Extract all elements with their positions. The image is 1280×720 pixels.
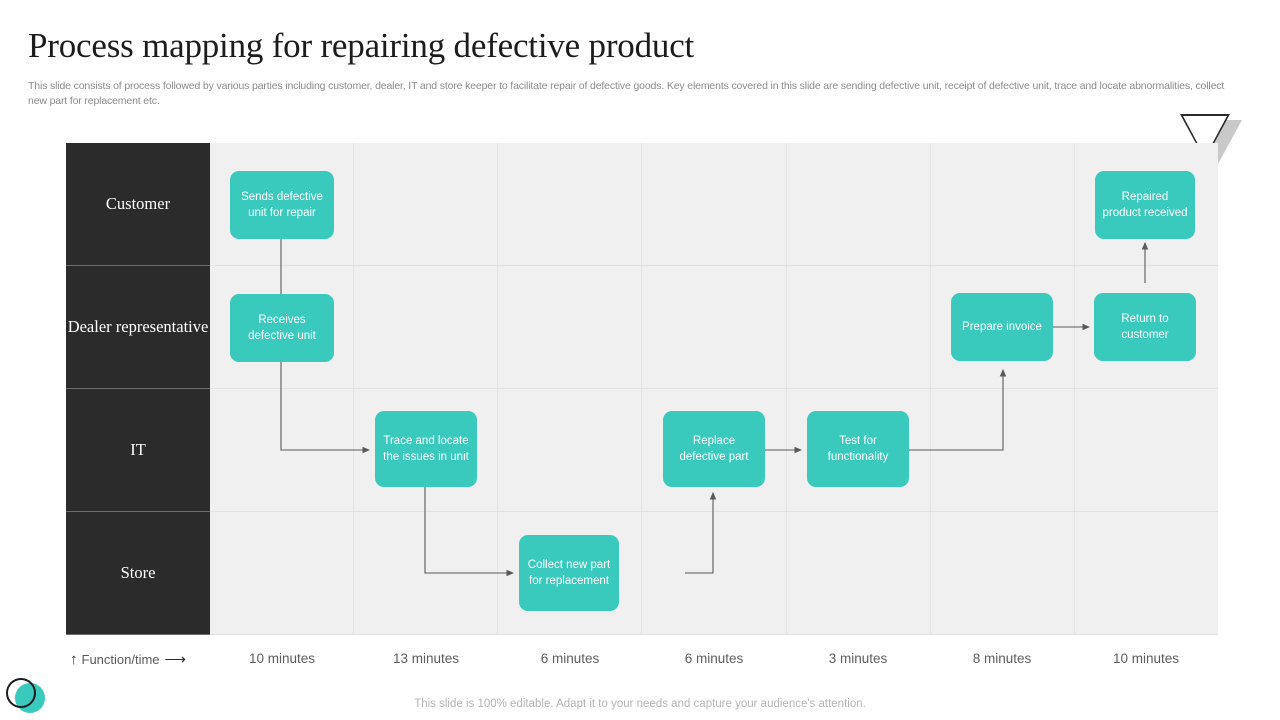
grid-cell (210, 266, 355, 388)
process-node-test-for-functionality[interactable]: Test for functionality (807, 411, 909, 487)
page-subtitle: This slide consists of process followed … (28, 80, 1225, 107)
grid-cell (498, 266, 643, 388)
swimlane-track-customer (210, 143, 1218, 266)
right-arrow-icon: ⟶ (164, 650, 187, 668)
swimlane-label-it: IT (66, 389, 210, 512)
grid-cell (931, 143, 1075, 265)
grid-cell (498, 512, 643, 634)
triangle-decoration-icon (1180, 114, 1242, 170)
swimlane-label-dealer-representative: Dealer representative (66, 266, 210, 389)
axis-legend-label: Function/time (81, 651, 160, 667)
process-node-return-to-customer[interactable]: Return to customer (1094, 293, 1196, 361)
swimlane-label-customer: Customer (66, 143, 210, 266)
swimlane-track-store (210, 512, 1218, 635)
axis-tick: 10 minutes (1112, 650, 1180, 666)
page-title: Process mapping for repairing defective … (28, 26, 695, 65)
swimlane-row-it: IT (66, 389, 1218, 512)
process-node-receives-defective-unit[interactable]: Receives defective unit (230, 294, 334, 362)
swimlane-row-customer: Customer (66, 143, 1218, 266)
axis-tick: 8 minutes (972, 650, 1032, 666)
axis-tick: 6 minutes (540, 650, 600, 666)
process-node-repaired-product-received[interactable]: Repaired product received (1095, 171, 1195, 239)
grid-cell (787, 266, 931, 388)
swimlane-label-store: Store (66, 512, 210, 635)
grid-cell (787, 143, 931, 265)
process-node-prepare-invoice[interactable]: Prepare invoice (951, 293, 1053, 361)
logo-ring-circle-icon (6, 678, 36, 708)
axis-tick-list: 10 minutes 13 minutes 6 minutes 6 minute… (210, 640, 1218, 676)
time-axis: ↑ Function/time ⟶ 10 minutes 13 minutes … (66, 640, 1218, 676)
grid-cell (354, 389, 499, 511)
grid-cell (642, 266, 787, 388)
grid-cell (210, 143, 355, 265)
grid-cell (642, 143, 787, 265)
grid-cell (354, 512, 499, 634)
footer-note: This slide is 100% editable. Adapt it to… (414, 698, 866, 710)
process-node-collect-new-part[interactable]: Collect new part for replacement (519, 535, 619, 611)
grid-cell (354, 266, 499, 388)
axis-tick: 6 minutes (684, 650, 744, 666)
swimlane-diagram: Customer Dealer representative IT (66, 143, 1218, 635)
grid-cell (354, 143, 499, 265)
grid-cell (931, 389, 1075, 511)
process-node-sends-defective-unit[interactable]: Sends defective unit for repair (230, 171, 334, 239)
grid-cell (498, 389, 643, 511)
axis-legend: ↑ Function/time ⟶ (70, 646, 214, 672)
swimlane-track-dealer-representative (210, 266, 1218, 389)
grid-cell (210, 512, 355, 634)
grid-cell (931, 512, 1075, 634)
grid-cell (1075, 512, 1218, 634)
logo-icon (3, 676, 51, 716)
axis-tick: 3 minutes (828, 650, 888, 666)
grid-cell (498, 143, 643, 265)
axis-tick: 13 minutes (392, 650, 460, 666)
grid-cell (1075, 389, 1218, 511)
axis-tick: 10 minutes (248, 650, 316, 666)
grid-cell (642, 512, 787, 634)
up-arrow-icon: ↑ (70, 650, 78, 668)
grid-cell (210, 389, 355, 511)
swimlane-row-store: Store (66, 512, 1218, 635)
process-node-trace-and-locate-issues[interactable]: Trace and locate the issues in unit (375, 411, 477, 487)
process-node-replace-defective-part[interactable]: Replace defective part (663, 411, 765, 487)
grid-cell (787, 512, 931, 634)
